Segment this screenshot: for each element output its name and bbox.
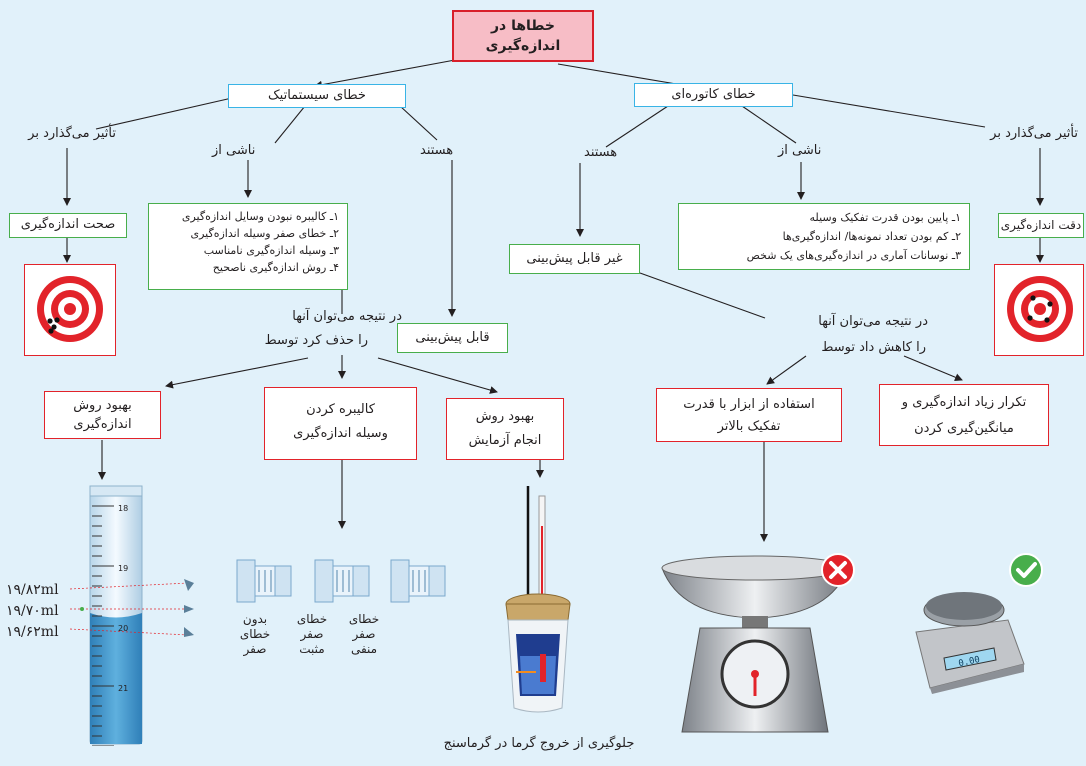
caption-line: خطای صفر [296, 612, 328, 641]
systematic-cause-item: ۳ـ وسیله اندازه‌گیری نامناسب [203, 244, 339, 257]
method-line: میانگین‌گیری کردن [914, 421, 1014, 436]
digital-scale-icon: 0.00 [915, 592, 1025, 694]
random-caused-by-label: ناشی از [778, 143, 822, 158]
caption-line: صفر [243, 642, 267, 656]
method-line: وسیله اندازه‌گیری [293, 426, 388, 441]
mechanical-scale-image [660, 546, 850, 740]
correct-badge [1008, 552, 1044, 592]
random-affects-label: تأثیر می‌گذارد بر [990, 126, 1078, 141]
random-are-label: هستند [584, 145, 618, 160]
random-result-line2: را کاهش داد توسط [821, 340, 926, 355]
random-error-box: خطای کاتوره‌ای [634, 83, 793, 107]
systematic-result-line2: را حذف کرد توسط [264, 333, 368, 348]
accuracy-target-image [24, 264, 116, 356]
cylinder-tick-label: 18 [118, 504, 129, 513]
caliper-icon [314, 559, 370, 603]
caption-line: بدون خطای [239, 612, 271, 641]
sightlines [69, 579, 194, 637]
method-improve-experiment: بهبود روش انجام آزمایش [446, 398, 564, 460]
method-line: تکرار زیاد اندازه‌گیری و [901, 395, 1027, 410]
calorimeter-icon [505, 486, 571, 713]
method-line: استفاده از ابزار با قدرت [683, 397, 815, 412]
target-icon [37, 276, 103, 342]
caption-line: مثبت [299, 642, 325, 656]
caliper-caption: خطای صفر منفی [336, 612, 392, 657]
target-icon [1007, 276, 1073, 342]
root-node: خطاها در اندازه‌گیری [452, 10, 594, 62]
eye-icon [184, 605, 194, 613]
random-result-line1: در نتیجه می‌توان آنها [818, 314, 928, 329]
systematic-result-line1: در نتیجه می‌توان آنها [292, 309, 402, 324]
systematic-cause-item: ۲ـ خطای صفر وسیله اندازه‌گیری [190, 227, 339, 240]
systematic-affects-label: تأثیر می‌گذارد بر [28, 126, 116, 141]
calorimeter-image [498, 486, 578, 730]
random-cause-item: ۳ـ نوسانات آماری در اندازه‌گیری‌های یک ش… [746, 249, 961, 262]
method-improve-measurement: بهبود روش اندازه‌گیری [44, 391, 161, 439]
check-icon [1009, 553, 1043, 587]
systematic-cause-item: ۱ـ کالیبره نبودن وسایل اندازه‌گیری [181, 210, 339, 223]
reading-high: ۱۹/۸۲ml [6, 582, 59, 598]
caliper-negative-error [389, 556, 447, 610]
caption-line: خطای صفر [348, 612, 380, 641]
caliper-positive-error [313, 556, 371, 610]
caliper-no-error [235, 556, 293, 610]
caliper-caption: خطای صفر مثبت [284, 612, 340, 657]
precision-box: دقت اندازه‌گیری [998, 213, 1084, 238]
random-cause-item: ۱ـ پایین بودن قدرت تفکیک وسیله [809, 211, 961, 224]
scale-display-text: 0.00 [958, 655, 981, 669]
method-higher-resolution: استفاده از ابزار با قدرت تفکیک بالاتر [656, 388, 842, 442]
method-line: کالیبره کردن [306, 402, 375, 417]
method-repeat-average: تکرار زیاد اندازه‌گیری و میانگین‌گیری کر… [879, 384, 1049, 446]
method-calibrate: کالیبره کردن وسیله اندازه‌گیری [264, 387, 417, 460]
digital-scale-image: 0.00 [910, 584, 1030, 698]
kitchen-scale-icon [661, 555, 849, 733]
systematic-cause-item: ۴ـ روش اندازه‌گیری ناصحیح [212, 261, 339, 274]
caliper-icon [390, 559, 446, 603]
systematic-caused-by-label: ناشی از [212, 143, 256, 158]
reading-correct: ۱۹/۷۰ml [6, 603, 59, 619]
caliper-caption: بدون خطای صفر [226, 612, 284, 657]
method-line: بهبود روش [73, 398, 132, 413]
cylinder-icon [89, 485, 143, 747]
cylinder-tick-label: 20 [118, 624, 129, 633]
method-line: انجام آزمایش [468, 433, 542, 448]
predictable-box: قابل پیش‌بینی [397, 323, 508, 353]
random-cause-item: ۲ـ کم بودن تعداد نمونه‌ها/ اندازه‌گیری‌ه… [782, 230, 961, 243]
eye-icon [184, 627, 194, 637]
systematic-causes-box: ۱ـ کالیبره نبودن وسایل اندازه‌گیری ۲ـ خط… [148, 203, 348, 290]
cylinder-tick-label: 21 [118, 684, 129, 693]
reading-low: ۱۹/۶۲ml [6, 624, 59, 640]
graduated-cylinder: 18 19 20 21 [88, 484, 144, 747]
cylinder-tick-label: 19 [118, 564, 129, 573]
accuracy-box: صحت اندازه‌گیری [9, 213, 127, 238]
method-line: تفکیک بالاتر [717, 419, 781, 434]
systematic-error-box: خطای سیستماتیک [228, 84, 406, 108]
precision-target-image [994, 264, 1084, 356]
calorimeter-caption: جلوگیری از خروج گرما در گرماسنج [443, 736, 635, 751]
method-line: بهبود روش [475, 409, 535, 424]
systematic-are-label: هستند [420, 143, 454, 158]
cross-icon [821, 553, 855, 587]
caliper-icon [236, 559, 292, 603]
eye-icon [184, 579, 194, 591]
caption-line: منفی [350, 642, 378, 656]
unpredictable-box: غیر قابل پیش‌بینی [509, 244, 640, 274]
random-causes-box: ۱ـ پایین بودن قدرت تفکیک وسیله ۲ـ کم بود… [678, 203, 970, 270]
wrong-badge [820, 552, 856, 592]
method-line: اندازه‌گیری [73, 417, 132, 432]
